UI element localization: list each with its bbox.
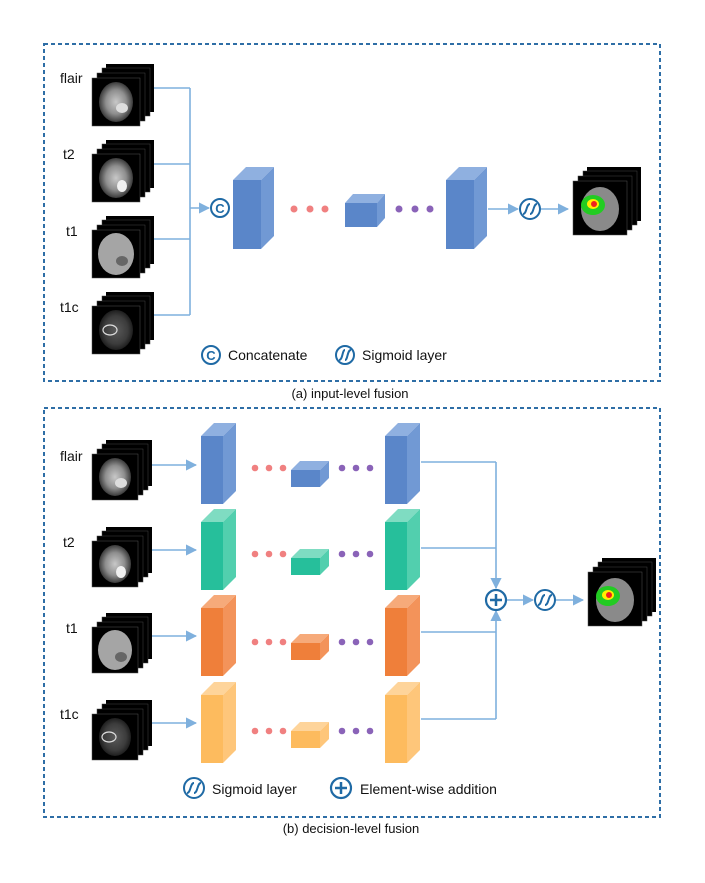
panel-b-row1-bottleneck: [291, 461, 329, 487]
panel-b-row3-bottleneck: [291, 634, 329, 660]
panel-b-label-t2: t2: [63, 534, 75, 550]
legend-concatenate-label: Concatenate: [228, 347, 308, 363]
panel-b-row3-encoder: [201, 595, 236, 676]
panel-b-row3-dots-red: [251, 638, 287, 646]
panel-b-legend: Sigmoid layer Element-wise addition: [183, 776, 497, 800]
panel-a-label-t2: t2: [63, 146, 75, 162]
concatenate-icon: C: [210, 198, 230, 218]
panel-b-stack-t1c: [91, 700, 152, 761]
panel-b-row4-encoder: [201, 682, 236, 763]
svg-text:C: C: [206, 348, 216, 363]
element-wise-addition-icon: [484, 588, 508, 612]
panel-b-row1-encoder: [201, 423, 236, 504]
panel-a-label-t1: t1: [66, 223, 78, 239]
panel-b-row2-encoder: [201, 509, 236, 590]
legend-b-addition-icon: [329, 776, 353, 800]
panel-b-stack-t2: [91, 527, 152, 588]
panel-b-row2-dots-red: [251, 550, 287, 558]
panel-b-row4-dots-red: [251, 727, 287, 735]
panel-a-block-decoder: [446, 167, 487, 249]
panel-b-input-arrows: [152, 459, 198, 729]
panel-b-label-t1c: t1c: [60, 706, 79, 722]
panel-a-legend: C Concatenate Sigmoid layer: [201, 345, 447, 365]
panel-a-connectors: [154, 87, 211, 316]
panel-a-label-t1c: t1c: [60, 299, 79, 315]
legend-sigmoid-icon: [335, 345, 355, 365]
panel-b-row4-dots-purple: [338, 727, 374, 735]
panel-a-dots-red: [290, 205, 329, 213]
legend-sigmoid-label: Sigmoid layer: [362, 347, 447, 363]
panel-a-sigmoid-icon: [519, 198, 541, 220]
panel-b-row3-decoder: [385, 595, 420, 676]
panel-b-row3-dots-purple: [338, 638, 374, 646]
panel-b-row2-bottleneck: [291, 549, 329, 575]
concat-symbol: C: [215, 201, 225, 216]
panel-b-row1-dots-purple: [338, 464, 374, 472]
panel-a-stack-t1: [91, 216, 154, 279]
panel-b-output-stack: [587, 558, 656, 627]
panel-b-row2-decoder: [385, 509, 420, 590]
panel-a-dots-purple: [395, 205, 434, 213]
panel-a-stack-t2: [91, 140, 154, 203]
panel-b-frame: [43, 407, 661, 818]
panel-a-stack-flair: [91, 64, 154, 127]
legend-b-sigmoid-label: Sigmoid layer: [212, 781, 297, 797]
panel-b-row1-dots-red: [251, 464, 287, 472]
panel-a-block-encoder: [233, 167, 274, 249]
panel-b-stack-t1: [91, 613, 152, 674]
legend-b-addition-label: Element-wise addition: [360, 781, 497, 797]
panel-b-row4-decoder: [385, 682, 420, 763]
panel-b-stack-flair: [91, 440, 152, 501]
panel-b-merge-connectors: [421, 461, 502, 720]
panel-a-output-stack: [572, 167, 641, 236]
legend-b-sigmoid-icon: [183, 777, 205, 799]
panel-b-row1-decoder: [385, 423, 420, 504]
panel-b-caption: (b) decision-level fusion: [283, 821, 420, 836]
panel-b-sigmoid-icon: [534, 589, 556, 611]
panel-a-block-bottleneck: [345, 194, 385, 227]
panel-b-label-t1: t1: [66, 620, 78, 636]
legend-concatenate-icon: C: [201, 345, 221, 365]
panel-b-row2-dots-purple: [338, 550, 374, 558]
panel-a-label-flair: flair: [60, 70, 83, 86]
panel-a-caption: (a) input-level fusion: [291, 386, 408, 401]
panel-a-frame: [43, 43, 661, 382]
panel-a-stack-t1c: [91, 292, 154, 355]
panel-b-label-flair: flair: [60, 448, 83, 464]
panel-b-row4-bottleneck: [291, 722, 329, 748]
